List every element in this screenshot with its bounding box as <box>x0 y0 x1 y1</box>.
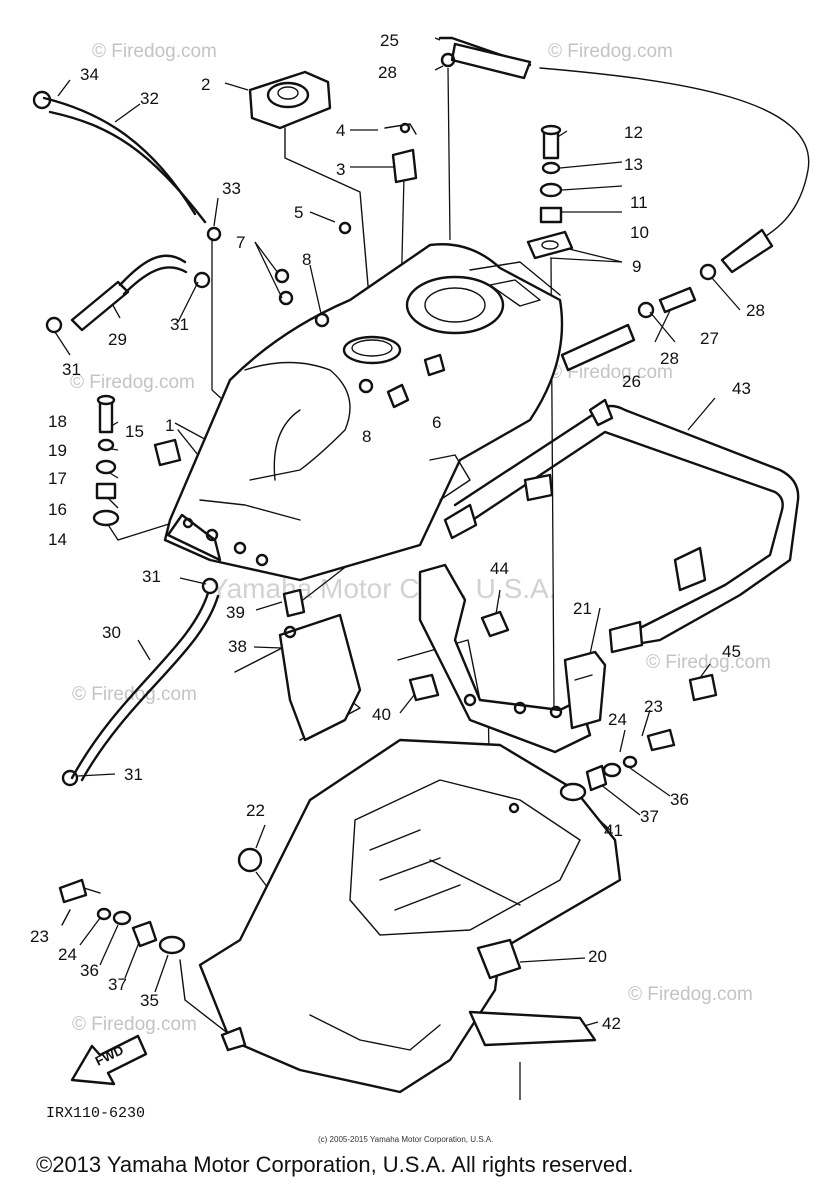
watermark: © Firedog.com <box>70 372 195 393</box>
left-mount-hardware <box>92 394 182 527</box>
callout: 45 <box>722 642 741 661</box>
callout: 43 <box>732 379 751 398</box>
watermark: © Firedog.com <box>646 652 771 673</box>
callout: 3 <box>336 160 345 179</box>
callout: 8 <box>302 250 311 269</box>
callout: 35 <box>140 991 159 1010</box>
rear-fender <box>198 738 622 1094</box>
callout: 27 <box>700 329 719 348</box>
callout: 44 <box>490 559 509 578</box>
callout: 36 <box>80 961 99 980</box>
small-hardware <box>58 728 676 955</box>
callout: 15 <box>125 422 144 441</box>
callout: 13 <box>624 155 643 174</box>
callout: 42 <box>602 1014 621 1033</box>
watermark: © Firedog.com <box>628 984 753 1005</box>
callout: 5 <box>294 203 303 222</box>
callout: 12 <box>624 123 643 142</box>
callout: 34 <box>80 65 99 84</box>
callout: 2 <box>201 75 210 94</box>
watermark: © Firedog.com <box>72 1014 197 1035</box>
callout: 37 <box>108 975 127 994</box>
callout: 31 <box>124 765 143 784</box>
callout: 24 <box>608 710 627 729</box>
hose-group <box>32 36 810 787</box>
callout: 21 <box>573 599 592 618</box>
fwd-arrow-icon: FWD <box>70 1034 148 1086</box>
callout: 33 <box>222 179 241 198</box>
watermark: © Firedog.com <box>72 684 197 705</box>
fuel-cap-parts <box>206 70 446 409</box>
callout: 22 <box>246 801 265 820</box>
callout: 30 <box>102 623 121 642</box>
callout: 36 <box>670 790 689 809</box>
mount-hardware <box>526 124 574 260</box>
watermark-layer: © Firedog.com © Firedog.com © Firedog.co… <box>70 41 771 1035</box>
callout: 39 <box>226 603 245 622</box>
callout: 25 <box>380 31 399 50</box>
callout: 10 <box>630 223 649 242</box>
callout: 18 <box>48 412 67 431</box>
bracket-assembly <box>408 563 718 754</box>
diagram-code: IRX110-6230 <box>46 1105 145 1122</box>
callout: 19 <box>48 441 67 460</box>
watermark: © Firedog.com <box>92 41 217 62</box>
callout: 28 <box>660 349 679 368</box>
callout: 4 <box>336 121 345 140</box>
callout: 1 <box>165 416 174 435</box>
watermark: © Firedog.com <box>548 362 673 383</box>
fuel-tank <box>163 243 564 582</box>
guard-bar <box>443 398 800 654</box>
callout: 23 <box>644 697 663 716</box>
mud-flap <box>468 1010 597 1047</box>
callout: 23 <box>30 927 49 946</box>
callout: 37 <box>640 807 659 826</box>
small-copyright: (c) 2005-2015 Yamaha Motor Corporation, … <box>318 1135 493 1144</box>
callout: 6 <box>432 413 441 432</box>
callout: 32 <box>140 89 159 108</box>
callout: 11 <box>630 193 648 212</box>
watermark: © Firedog.com <box>548 41 673 62</box>
callout: 26 <box>622 372 641 391</box>
callout: 20 <box>588 947 607 966</box>
callout: 41 <box>604 821 623 840</box>
callout: 16 <box>48 500 67 519</box>
callout: 8 <box>362 427 371 446</box>
callout: 28 <box>378 63 397 82</box>
callout: 40 <box>372 705 391 724</box>
callout: 31 <box>62 360 81 379</box>
callout: 14 <box>48 530 67 549</box>
callout: 29 <box>108 330 127 349</box>
callout-labels: 1 2 3 4 5 6 7 8 8 9 10 11 12 13 14 15 16… <box>30 31 765 1033</box>
heat-guard <box>278 588 362 742</box>
callout: 31 <box>142 567 161 586</box>
callout: 17 <box>48 469 67 488</box>
callout: 9 <box>632 257 641 276</box>
callout: 31 <box>170 315 189 334</box>
callout: 28 <box>746 301 765 320</box>
callout: 38 <box>228 637 247 656</box>
callout: 7 <box>236 233 245 252</box>
callout: 24 <box>58 945 77 964</box>
copyright-notice: ©2013 Yamaha Motor Corporation, U.S.A. A… <box>36 1152 633 1177</box>
